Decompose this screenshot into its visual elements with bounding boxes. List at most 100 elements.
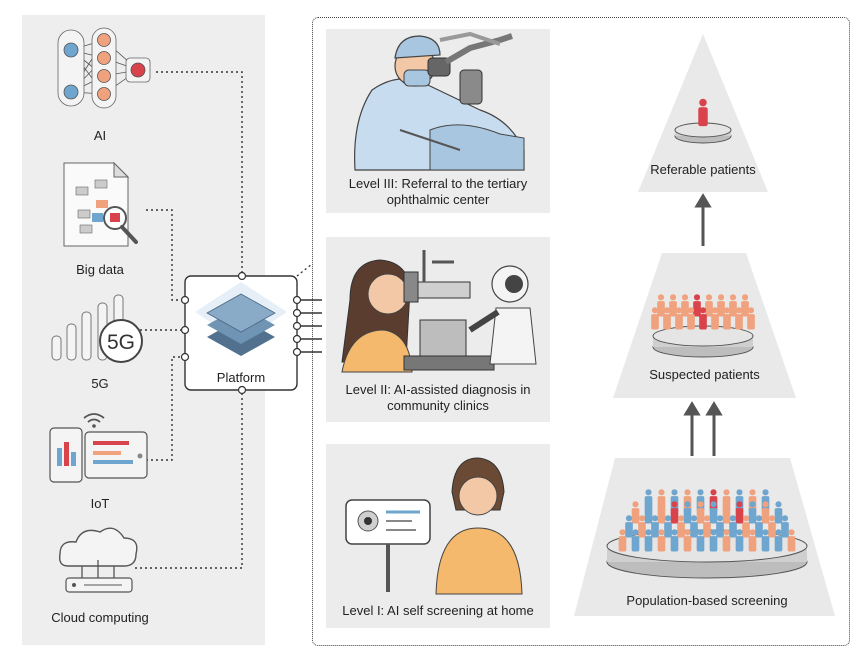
platform-output-lines — [300, 299, 322, 353]
tech-label-iot: IoT — [90, 496, 110, 511]
person-icon — [709, 501, 718, 524]
person-icon — [787, 529, 796, 552]
person-icon — [690, 515, 698, 538]
level-2-label: Level II: AI-assisted diagnosis in commu… — [326, 382, 550, 414]
pyramid-middle-label: Suspected patients — [649, 367, 760, 382]
level-3-label: Level III: Referral to the tertiary opht… — [326, 176, 550, 208]
surgeon-microscope-illustration — [354, 31, 525, 171]
person-icon — [644, 529, 653, 552]
layered-stack-icon — [195, 282, 287, 356]
person-icon — [681, 294, 689, 317]
person-icon — [631, 501, 640, 524]
person-icon — [709, 529, 718, 552]
5g-signal-icon — [51, 294, 143, 363]
person-icon — [722, 529, 731, 552]
tech-label-5g: 5G — [91, 376, 109, 391]
neural-network-icon — [57, 27, 151, 109]
upward-arrows — [683, 193, 723, 456]
person-icon — [657, 489, 666, 512]
suspected-people-group — [651, 294, 755, 330]
person-icon — [748, 529, 757, 552]
person-icon — [618, 529, 627, 552]
person-icon — [703, 515, 711, 538]
person-icon — [735, 307, 743, 330]
person-icon — [644, 489, 653, 512]
person-icon — [741, 294, 749, 317]
iot-devices-icon — [49, 413, 148, 483]
person-icon — [722, 489, 731, 512]
pyramid-top-label: Referable patients — [650, 162, 756, 177]
person-icon — [683, 489, 692, 512]
level-2-label-line1: Level II: AI-assisted diagnosis in — [345, 382, 531, 397]
person-icon — [735, 489, 744, 512]
self-screening-phone-illustration — [345, 457, 523, 595]
person-icon — [687, 307, 695, 330]
person-icon — [716, 515, 724, 538]
level-1-label: Level I: AI self screening at home — [326, 603, 550, 619]
person-icon — [670, 489, 679, 512]
person-icon — [723, 307, 731, 330]
person-icon — [657, 529, 666, 552]
person-icon — [670, 529, 679, 552]
person-icon — [664, 515, 672, 538]
person-icon — [663, 307, 671, 330]
person-icon — [729, 515, 737, 538]
person-icon — [774, 529, 783, 552]
screened-population-group — [618, 489, 796, 552]
tech-label-ai: AI — [93, 128, 107, 143]
person-icon — [657, 294, 665, 317]
robot-slit-lamp-exam-illustration — [341, 250, 537, 373]
person-icon — [696, 529, 705, 552]
platform-label: Platform — [216, 370, 266, 385]
person-icon — [747, 307, 755, 330]
tech-label-cloud-computing: Cloud computing — [51, 610, 149, 625]
person-icon — [761, 489, 770, 512]
person-icon — [735, 529, 744, 552]
cloud-computing-icon — [58, 527, 138, 593]
person-icon — [683, 501, 692, 524]
person-icon — [675, 307, 683, 330]
person-icon — [693, 294, 701, 317]
person-icon — [670, 501, 679, 524]
person-icon — [669, 294, 677, 317]
level-2-label-line2: community clinics — [387, 398, 489, 413]
person-icon — [696, 501, 705, 524]
person-icon — [755, 515, 763, 538]
person-icon — [705, 294, 713, 317]
person-icon — [698, 98, 708, 127]
person-icon — [711, 307, 719, 330]
person-icon — [742, 515, 750, 538]
person-icon — [699, 307, 707, 330]
person-icon — [748, 501, 757, 524]
person-icon — [638, 515, 646, 538]
person-icon — [768, 515, 776, 538]
person-icon — [657, 501, 666, 524]
person-icon — [683, 529, 692, 552]
person-icon — [709, 489, 718, 512]
5g-icon-text: 5G — [107, 331, 135, 354]
person-icon — [729, 294, 737, 317]
platform-ports — [180, 271, 302, 395]
person-icon — [761, 529, 770, 552]
tech-label-big-data: Big data — [76, 262, 124, 277]
pyramid-bottom-label: Population-based screening — [626, 593, 788, 608]
person-icon — [735, 501, 744, 524]
person-icon — [677, 515, 685, 538]
person-icon — [651, 515, 659, 538]
person-icon — [644, 501, 653, 524]
person-icon — [717, 294, 725, 317]
person-icon — [761, 501, 770, 524]
person-icon — [781, 515, 789, 538]
person-icon — [651, 307, 659, 330]
level-3-label-line1: Level III: Referral to the tertiary — [348, 176, 528, 191]
person-icon — [631, 529, 640, 552]
tech-connectors — [135, 71, 313, 569]
person-icon — [696, 489, 705, 512]
level-3-label-line2: ophthalmic center — [386, 192, 490, 207]
person-icon — [774, 501, 783, 524]
referable-person-group — [698, 98, 708, 127]
care-levels-frame — [312, 17, 850, 646]
level-1-label-line1: Level I: AI self screening at home — [342, 603, 534, 618]
person-icon — [722, 501, 731, 524]
